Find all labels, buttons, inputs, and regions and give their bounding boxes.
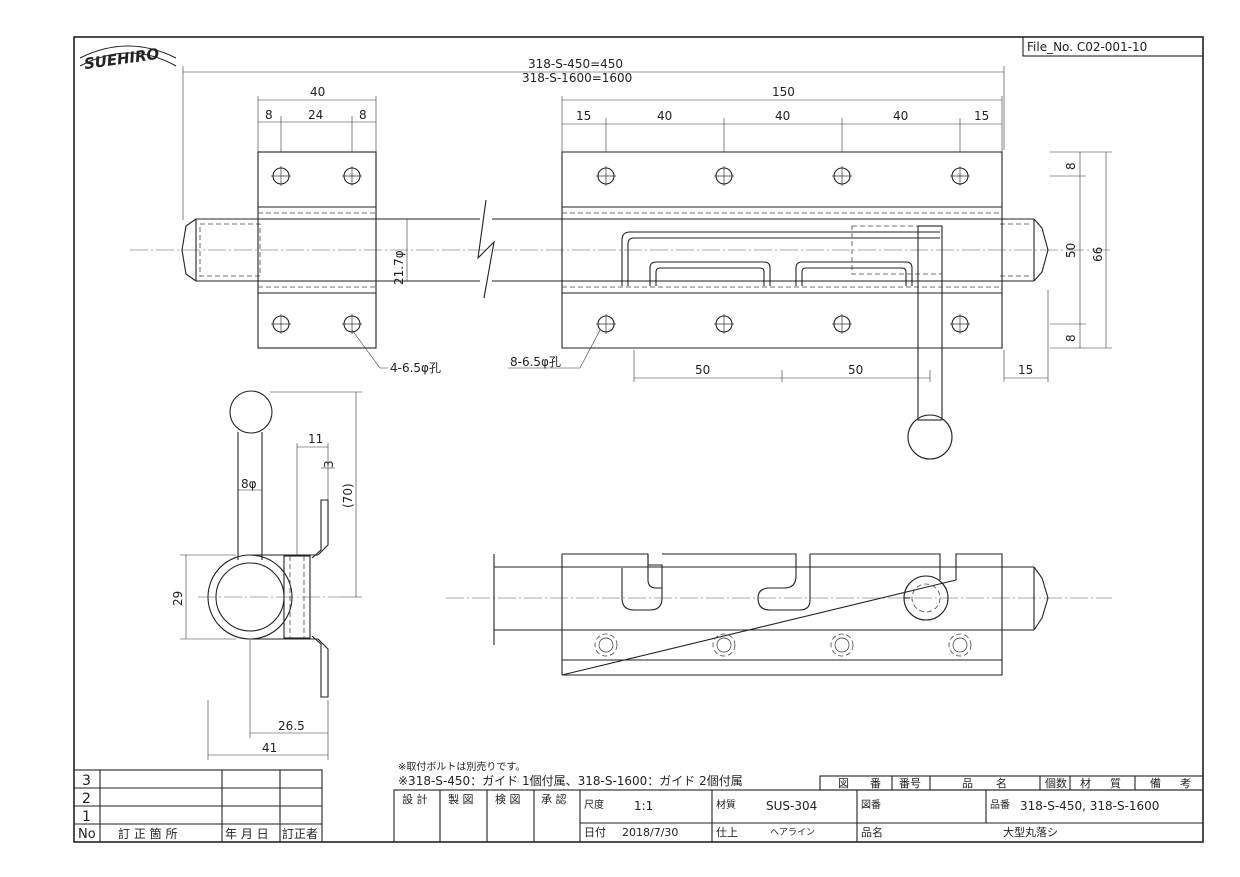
dim-right-40a: 40 — [657, 109, 672, 123]
dim-v-50: 50 — [1064, 243, 1078, 258]
file-no-box — [1022, 36, 1204, 57]
dim-left-8a: 8 — [265, 108, 273, 122]
scale-value: 1:1 — [634, 799, 653, 813]
revision-header-date: 年 月 日 — [225, 827, 269, 841]
parts-header-cell: 材 — [1080, 776, 1091, 790]
parts-header-cell: 番号 — [899, 777, 921, 790]
product-name: 大型丸落シ — [1003, 825, 1058, 839]
parts-header-cell: 備 — [1150, 777, 1161, 790]
material-label: 材質 — [716, 798, 736, 811]
dim-overall-450: 318-S-450=450 — [528, 57, 623, 71]
title-block: 設 計 製 図 検 図 承 認 尺度 1:1 日付 2018/7/30 材質 S… — [393, 789, 1204, 843]
side-view — [198, 390, 340, 698]
drawing-border — [73, 36, 1204, 843]
dim-left-40: 40 — [310, 85, 325, 99]
finish-value: ヘアライン — [770, 827, 815, 838]
dim-right-15a: 15 — [576, 109, 591, 123]
dim-v-66: 66 — [1091, 247, 1105, 262]
dim-right-40c: 40 — [893, 109, 908, 123]
dim-bottom-15: 15 — [1018, 363, 1033, 377]
revision-header-no: No — [78, 827, 96, 842]
dim-side-26-5: 26.5 — [278, 719, 305, 733]
role-design: 設 計 — [402, 792, 428, 806]
dim-right-40b: 40 — [775, 109, 790, 123]
dim-side-41: 41 — [262, 741, 277, 755]
dim-side-70: (70) — [341, 483, 355, 508]
dim-bottom-50b: 50 — [848, 363, 863, 377]
dim-left-24: 24 — [308, 108, 323, 122]
front-view — [446, 553, 1112, 676]
dim-right-150: 150 — [772, 85, 795, 99]
dim-v-8a: 8 — [1064, 162, 1078, 170]
parts-header-cell: 図 — [838, 777, 849, 790]
parts-header-cell: 考 — [1180, 777, 1191, 790]
material-value: SUS-304 — [766, 799, 817, 813]
revision-row-2: 2 — [82, 791, 91, 807]
file-no: File_No. C02-001-10 — [1027, 40, 1147, 54]
parts-header-cell: 品 — [962, 777, 973, 790]
dim-side-3: 3 — [322, 460, 336, 468]
parts-header-cell: 個数 — [1045, 777, 1067, 790]
part-no-label: 品番 — [990, 799, 1010, 811]
drawing-no-label: 図番 — [861, 799, 881, 811]
dim-overall-1600: 318-S-1600=1600 — [522, 71, 632, 85]
svg-text:SUEHIRO: SUEHIRO — [83, 45, 161, 73]
dim-v-8b: 8 — [1064, 334, 1078, 342]
dim-side-8: 8φ — [241, 477, 257, 491]
product-name-label: 品名 — [861, 825, 883, 839]
suehiro-logo: SUEHIRO — [79, 45, 177, 73]
role-check: 検 図 — [495, 792, 521, 806]
parts-header-cell: 名 — [996, 776, 1007, 790]
date-label: 日付 — [584, 826, 606, 839]
revision-row-3: 3 — [82, 773, 91, 789]
note-guides: ※318-S-450：ガイド 1個付属、318-S-1600：ガイド 2個付属 — [398, 774, 743, 788]
dim-rod-diameter: 21.7φ — [392, 250, 406, 285]
left-guide-block — [257, 151, 377, 349]
revision-row-1: 1 — [82, 809, 91, 825]
main-body-top — [561, 151, 1003, 349]
date-value: 2018/7/30 — [622, 826, 678, 839]
revision-table: 3 2 1 No 訂 正 箇 所 年 月 日 訂正者 — [73, 769, 323, 843]
finish-label: 仕上 — [716, 826, 738, 839]
role-drafting: 製 図 — [448, 792, 474, 806]
parts-header-cell: 質 — [1110, 776, 1121, 790]
handle-top — [907, 225, 953, 460]
label-holes-left: 4-6.5φ孔 — [390, 361, 441, 375]
note-bolts: ※取付ボルトは別売りです。 — [398, 760, 525, 773]
dim-side-29: 29 — [171, 591, 185, 606]
scale-label: 尺度 — [584, 798, 604, 811]
label-holes-right: 8-6.5φ孔 — [510, 355, 561, 369]
revision-header-person: 訂正者 — [282, 826, 318, 841]
dim-bottom-50a: 50 — [695, 363, 710, 377]
role-approval: 承 認 — [541, 792, 567, 806]
dim-right-15b: 15 — [974, 109, 989, 123]
parts-header-cell: 番 — [870, 777, 881, 790]
parts-header: 図 番 番号 品 名 個数 材 質 備 考 — [819, 775, 1204, 791]
revision-header-location: 訂 正 箇 所 — [118, 826, 177, 841]
dim-left-8b: 8 — [359, 108, 367, 122]
dim-side-11: 11 — [308, 432, 323, 446]
part-no-value: 318-S-450, 318-S-1600 — [1020, 799, 1159, 813]
